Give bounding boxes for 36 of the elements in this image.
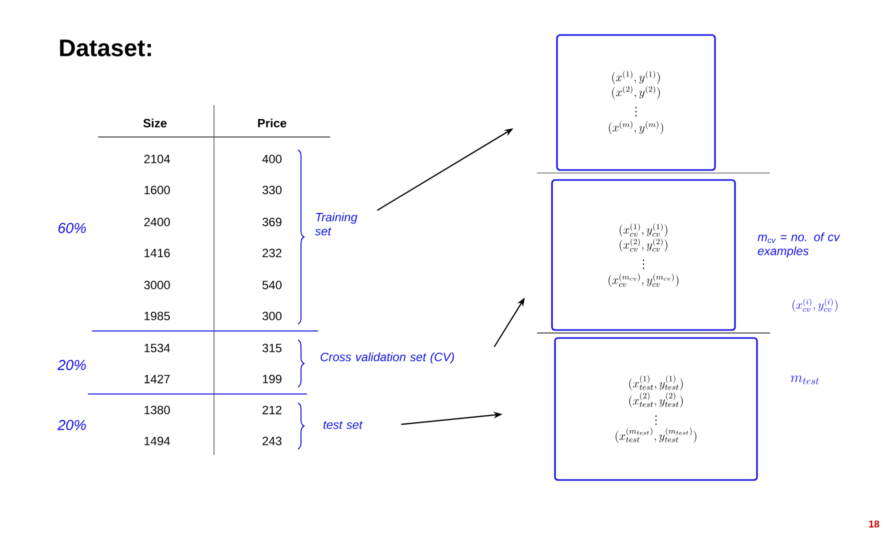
percentage-note: 20% <box>58 420 86 430</box>
table-cell: 1600 <box>144 186 170 194</box>
table-cell: 540 <box>262 280 282 290</box>
handwritten-formula: $(x_{cv}^{(i)},y_{cv}^{(i)})$ <box>792 298 838 312</box>
table-cell: 1416 <box>144 248 170 258</box>
table-cell: 1985 <box>144 312 170 320</box>
page-number: 18 <box>869 520 880 528</box>
table-cell: 1427 <box>144 374 170 384</box>
table-cell: 1494 <box>144 436 170 446</box>
table-cell: 232 <box>262 248 282 258</box>
table-cell: 315 <box>262 344 282 352</box>
handwritten-formula: $m_{test}$ <box>790 376 819 384</box>
table-cell: 1380 <box>144 406 170 414</box>
table-cell: 1534 <box>144 344 170 352</box>
data-box: $(x_{cv}^{(1)},y_{cv}^{(1)})$ $(x_{cv}^{(2)},y_{cv}^{(2)})$ $\vdots$ $(x_{cv}^{(m_{cv})},y_{cv}^{(m_{cv})})$ <box>551 179 736 331</box>
handwritten-note: m$_{cv}$ = no. of cv examples <box>758 232 840 258</box>
table-cell: 243 <box>262 436 282 446</box>
table-cell: 300 <box>262 312 282 320</box>
percentage-note: 60% <box>58 222 86 234</box>
table-cell: 3000 <box>144 280 170 290</box>
title: Dataset: <box>60 40 151 56</box>
handwritten-note: Training set <box>315 212 358 236</box>
data-box: $(x^{(1)},y^{(1)})$ $(x^{(2)},y^{(2)})$ $\vdots$ $(x^{(m)},y^{(m)})$ <box>556 34 716 171</box>
table-cell: 369 <box>262 218 282 226</box>
handwritten-note: test set <box>324 421 363 429</box>
table-cell: 2104 <box>144 154 170 164</box>
table-cell: 212 <box>262 406 282 414</box>
column-header: Price <box>258 118 286 128</box>
column-header: Size <box>143 118 167 128</box>
percentage-note: 20% <box>58 360 86 370</box>
table-cell: 330 <box>262 186 282 194</box>
table-cell: 400 <box>262 154 282 164</box>
table-cell: 199 <box>262 374 282 384</box>
data-box: $(x_{test}^{(1)},y_{test}^{(1)})$ $(x_{test}^{(2)},y_{test}^{(2)})$ $\vdots$ $(x_{test}^{(m_{test})},y_{test}^{(m_{test})})$ <box>554 337 758 481</box>
handwritten-note: Cross validation set (CV) <box>320 352 454 364</box>
table-cell: 2400 <box>144 218 170 226</box>
